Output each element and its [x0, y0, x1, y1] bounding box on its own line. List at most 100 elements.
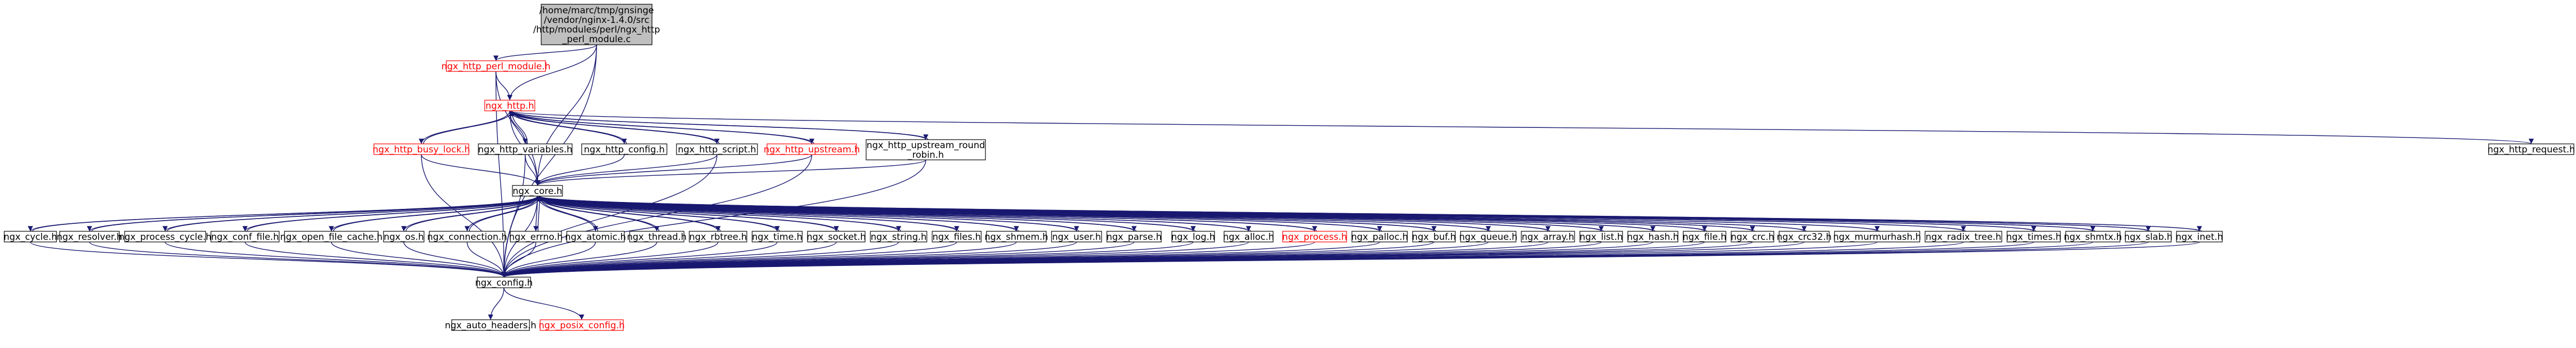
node-box: [512, 185, 563, 197]
edge-time-to-config: [501, 241, 778, 278]
node-box: [1627, 231, 1678, 242]
node-murmurhash[interactable]: ngx_murmurhash.h: [1833, 231, 1921, 242]
node-box: [1460, 231, 1517, 242]
node-shmem[interactable]: ngx_shmem.h: [984, 231, 1048, 242]
node-os[interactable]: ngx_os.h: [383, 231, 425, 242]
node-time[interactable]: ngx_time.h: [752, 231, 803, 242]
node-label: ngx_http_request.h: [2488, 144, 2575, 155]
node-box: [383, 231, 425, 242]
edge-string-to-config: [501, 241, 899, 278]
edge-perl_module_h-to-http_h: [495, 71, 512, 101]
node-root[interactable]: /home/marc/tmp/gnsinge/vendor/nginx-1.4.…: [533, 4, 660, 45]
node-config[interactable]: ngx_config.h: [475, 277, 533, 288]
node-label: ngx_auto_headers.h: [445, 320, 536, 331]
node-errno[interactable]: ngx_errno.h: [509, 231, 563, 242]
edge-busy_lock-to-config: [421, 154, 507, 278]
node-radix-tree[interactable]: ngx_radix_tree.h: [1925, 231, 2002, 242]
node-thread[interactable]: ngx_thread.h: [627, 231, 687, 242]
edge-config-to-posix_config: [503, 287, 584, 320]
node-crc[interactable]: ngx_crc.h: [1731, 231, 1774, 242]
node-box: [373, 143, 469, 155]
node-auto-headers[interactable]: ngx_auto_headers.h: [445, 319, 536, 331]
node-files[interactable]: ngx_files.h: [932, 231, 982, 242]
edge-http_h-to-busy_lock: [419, 110, 510, 144]
node-label: ngx_buf.h: [1412, 232, 1456, 242]
node-string[interactable]: ngx_string.h: [870, 231, 927, 242]
node-queue[interactable]: ngx_queue.h: [1459, 231, 1518, 242]
node-http-upstream[interactable]: ngx_http_upstream.h: [764, 143, 860, 155]
node-box: [1351, 231, 1408, 242]
node-atomic[interactable]: ngx_atomic.h: [565, 231, 626, 242]
node-box: [689, 231, 747, 242]
node-label: ngx_os.h: [384, 232, 424, 242]
edge-list-to-core: [537, 196, 1604, 232]
node-buf[interactable]: ngx_buf.h: [1412, 231, 1456, 242]
node-conf-file[interactable]: ngx_conf_file.h: [210, 231, 280, 242]
node-slab[interactable]: ngx_slab.h: [2124, 231, 2173, 242]
node-core[interactable]: ngx_core.h: [512, 185, 563, 197]
node-busy-lock[interactable]: ngx_http_busy_lock.h: [373, 143, 470, 155]
node-parse[interactable]: ngx_parse.h: [1106, 231, 1162, 242]
edge-user-to-config: [501, 241, 1077, 278]
edge-conf_file-to-core: [247, 196, 542, 232]
node-rbtree[interactable]: ngx_rbtree.h: [689, 231, 747, 242]
node-open-file-cache[interactable]: ngx_open_file_cache.h: [280, 231, 382, 242]
edge-inet-to-config: [502, 241, 2200, 278]
node-array[interactable]: ngx_array.h: [1521, 231, 1575, 242]
node-file[interactable]: ngx_file.h: [1683, 231, 1726, 242]
node-inet[interactable]: ngx_inet.h: [2176, 231, 2223, 242]
node-label: ngx_parse.h: [1106, 232, 1162, 242]
node-box: [477, 277, 531, 288]
node-user[interactable]: ngx_user.h: [1051, 231, 1102, 242]
node-box: [541, 4, 653, 45]
node-cycle[interactable]: ngx_cycle.h: [4, 231, 57, 242]
node-box: [510, 231, 562, 242]
node-label: _robin.h: [907, 150, 944, 160]
node-crc32[interactable]: ngx_crc32.h: [1776, 231, 1832, 242]
node-variables[interactable]: ngx_http_variables.h: [478, 143, 573, 155]
node-box: [807, 231, 866, 242]
node-process-cycle[interactable]: ngx_process_cycle.h: [119, 231, 211, 242]
node-box: [1834, 231, 1920, 242]
edge-root-to-http_h: [507, 44, 597, 101]
node-process[interactable]: ngx_process.h: [1282, 231, 1347, 242]
node-label: ngx_connection.h: [427, 232, 507, 242]
node-label: ngx_rbtree.h: [689, 232, 747, 242]
node-label: ngx_resolver.h: [56, 232, 122, 242]
node-label: ngx_slab.h: [2124, 232, 2172, 242]
node-label: ngx_hash.h: [1627, 232, 1678, 242]
node-box: [1282, 231, 1347, 242]
edge-http_config-to-core: [535, 154, 625, 186]
node-box: [451, 319, 530, 331]
node-label: ngx_radix_tree.h: [1926, 232, 2001, 242]
node-socket[interactable]: ngx_socket.h: [806, 231, 866, 242]
node-list[interactable]: ngx_list.h: [1579, 231, 1623, 242]
node-times[interactable]: ngx_times.h: [2006, 231, 2061, 242]
node-box: [446, 60, 546, 72]
node-shmtx[interactable]: ngx_shmtx.h: [2064, 231, 2122, 242]
node-label: ngx_inet.h: [2176, 232, 2223, 242]
node-perl-module-h[interactable]: ngx_http_perl_module.h: [442, 60, 551, 72]
node-connection[interactable]: ngx_connection.h: [427, 231, 507, 242]
node-box: [484, 100, 535, 111]
node-label: ngx_socket.h: [806, 232, 866, 242]
node-log[interactable]: ngx_log.h: [1171, 231, 1215, 242]
node-label: ngx_conf_file.h: [211, 232, 279, 242]
node-http-config[interactable]: ngx_http_config.h: [581, 143, 667, 155]
node-hash[interactable]: ngx_hash.h: [1627, 231, 1679, 242]
node-posix-config[interactable]: ngx_posix_config.h: [539, 319, 625, 331]
node-http-request[interactable]: ngx_http_request.h: [2488, 143, 2575, 155]
node-http-h[interactable]: ngx_http.h: [484, 100, 535, 111]
node-alloc[interactable]: ngx_alloc.h: [1223, 231, 1274, 242]
edge-variables-to-config: [501, 154, 526, 278]
node-box: [1171, 231, 1215, 242]
node-palloc[interactable]: ngx_palloc.h: [1351, 231, 1408, 242]
node-box: [4, 231, 57, 242]
node-label: ngx_http.h: [485, 101, 534, 111]
node-upstream-round[interactable]: ngx_http_upstream_round_robin.h: [866, 139, 986, 160]
node-box: [1224, 231, 1274, 242]
node-resolver[interactable]: ngx_resolver.h: [56, 231, 123, 242]
node-http-script[interactable]: ngx_http_script.h: [676, 143, 758, 155]
node-label: ngx_crc32.h: [1776, 232, 1831, 242]
